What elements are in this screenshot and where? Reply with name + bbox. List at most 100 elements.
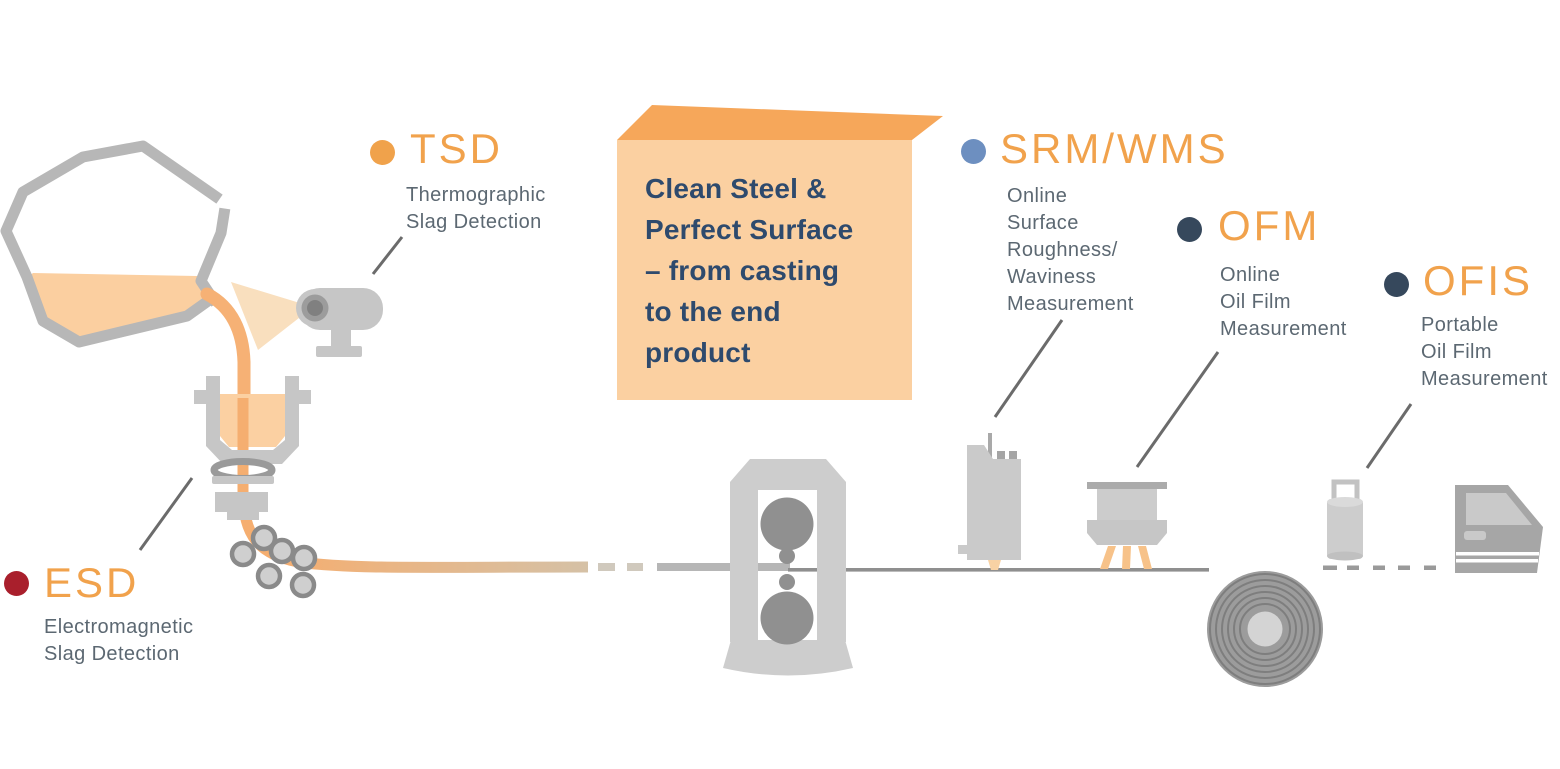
coil-ring: [1221, 585, 1309, 673]
work-roll-top: [779, 548, 795, 564]
dash: [1373, 565, 1385, 570]
strip-dash: [598, 563, 615, 571]
headline-box-top: [617, 105, 943, 140]
srm-cabinet-icon: [958, 433, 1021, 570]
camera-view-cone: [231, 282, 313, 350]
dash: [1398, 565, 1410, 570]
ofis-connector: [1365, 403, 1413, 469]
ofis-abbr-label: OFIS: [1423, 257, 1534, 304]
rolling-mill-icon: [723, 459, 853, 676]
work-roll-bottom: [779, 574, 795, 590]
esd-description: Electromagnetic Slag Detection: [44, 616, 194, 665]
ofis-cap: [1327, 497, 1363, 507]
ofm-body: [1097, 489, 1157, 520]
ofis-dot: [1384, 272, 1409, 297]
gate-plate: [212, 476, 274, 484]
roller: [290, 544, 318, 572]
coil-hub: [1247, 611, 1283, 647]
slide-gate-icon: [210, 458, 276, 484]
dash: [1424, 565, 1436, 570]
srm-beam: [988, 560, 1001, 570]
ofm-top-bar: [1087, 482, 1167, 489]
camera-lens-inner: [307, 300, 323, 316]
mold-icon: [215, 492, 268, 520]
ofis-dot-icon: [1384, 272, 1409, 297]
esd-dot-icon: [4, 571, 29, 596]
ofm-ray: [1122, 546, 1131, 569]
esd-dot: [4, 571, 29, 596]
ofm-bell: [1087, 520, 1167, 545]
connector-lines: [138, 236, 1413, 551]
mold-body: [215, 492, 268, 512]
srm-stub: [1009, 451, 1017, 460]
strip-thin: [788, 568, 1209, 572]
coil-ring: [1215, 579, 1315, 679]
srm-description: Online Surface Roughness/ Waviness Measu…: [1007, 185, 1134, 315]
ladle-icon: [0, 140, 231, 348]
srm-antenna: [988, 433, 992, 461]
door-stripe: [1456, 552, 1539, 556]
roller: [268, 537, 296, 565]
roller: [255, 562, 283, 590]
dash: [1323, 565, 1337, 570]
strip-line: [598, 563, 1209, 572]
ofis-handle: [1331, 479, 1360, 501]
srm-dot-icon: [961, 139, 986, 164]
ofm-abbr-label: OFM: [1218, 202, 1321, 249]
tundish-icon: [194, 376, 311, 464]
tsd-dot-icon: [370, 140, 395, 165]
camera-base: [316, 346, 362, 357]
esd-abbr-label: ESD: [44, 559, 140, 606]
srm-stub: [997, 451, 1005, 460]
door-window: [1466, 493, 1532, 525]
door-stripe: [1456, 559, 1538, 563]
ofis-cylinder: [1327, 499, 1363, 559]
srm-body: [967, 445, 1021, 560]
car-door-icon: [1455, 485, 1543, 573]
srm-abbr-label: SRM/WMS: [1000, 125, 1229, 172]
headline-text: Clean Steel & Perfect Surface – from cas…: [645, 173, 854, 368]
ofm-ray: [1138, 546, 1152, 569]
coil-ring: [1209, 573, 1321, 685]
headline-box: [617, 105, 943, 400]
strip-dash: [627, 563, 643, 571]
srm-connector: [993, 319, 1064, 418]
ladle-outline: [0, 140, 223, 348]
ofis-base: [1327, 551, 1363, 561]
mill-housing: [730, 459, 846, 642]
dash: [1347, 565, 1359, 570]
tundish-lug-left: [194, 390, 208, 404]
roller: [250, 524, 278, 552]
srm-tab: [958, 545, 967, 554]
ofis-description: Portable Oil Film Measurement: [1421, 314, 1548, 390]
tundish-lug-right: [297, 390, 311, 404]
ofm-description: Online Oil Film Measurement: [1220, 264, 1347, 340]
tsd-description: Thermographic Slag Detection: [406, 184, 546, 233]
tsd-abbr-label: TSD: [410, 125, 503, 172]
coil-ring: [1233, 597, 1297, 661]
ofm-connector: [1135, 351, 1220, 468]
roller: [289, 571, 317, 599]
roller: [229, 540, 257, 568]
backup-roll-bottom: [760, 591, 814, 645]
thermal-camera-icon: [296, 288, 383, 357]
coil-ring: [1227, 591, 1303, 667]
ofm-dot-icon: [1177, 217, 1202, 242]
ofm-sensor-icon: [1087, 482, 1167, 569]
tsd-dot: [370, 140, 395, 165]
camera-neck: [331, 328, 351, 348]
ofm-dot: [1177, 217, 1202, 242]
coil-ring: [1239, 603, 1291, 655]
cast-strand: [237, 398, 589, 573]
srm-dot: [961, 139, 986, 164]
ofm-ray: [1100, 546, 1116, 569]
headline-box-front: [617, 140, 912, 400]
ladle-liquid: [28, 273, 215, 340]
tsd-connector: [371, 236, 404, 275]
mill-pedestal: [723, 640, 853, 676]
door-handle: [1464, 531, 1486, 540]
strip-thick: [657, 563, 790, 571]
esd-connector: [138, 477, 194, 551]
